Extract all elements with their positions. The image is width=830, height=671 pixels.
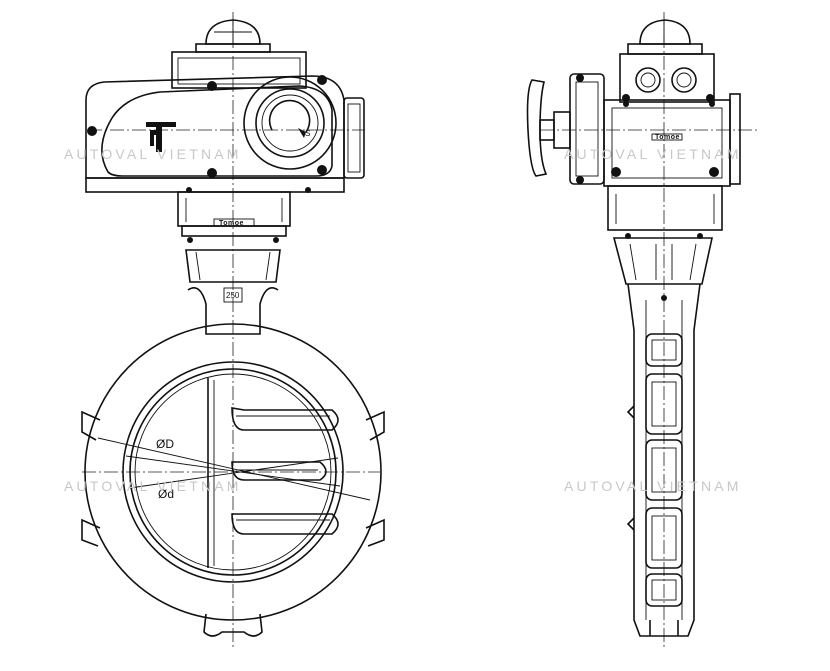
side-body-profile (626, 283, 701, 637)
watermarks: AUTOVAL VIETNAM AUTOVAL VIETNAM AUTOVAL … (64, 146, 742, 494)
actuator-housing (85, 75, 365, 193)
position-indicator-dome (195, 19, 271, 53)
rotation-arrow-icon (268, 99, 311, 133)
inner-diameter-label: Ød (158, 487, 174, 501)
watermark: AUTOVAL VIETNAM (564, 146, 742, 162)
side-upper-block (619, 53, 715, 103)
bolt (207, 81, 217, 91)
side-brand-plate (651, 133, 683, 141)
side-position-indicator (627, 19, 703, 55)
actuator-side-cover (343, 97, 365, 179)
pad-dimension: 250 (226, 291, 240, 300)
cable-port (671, 67, 697, 93)
watermark: AUTOVAL VIETNAM (64, 146, 242, 162)
handwheel-icon (526, 79, 548, 177)
side-bracket (607, 185, 723, 239)
watermark: AUTOVAL VIETNAM (564, 478, 742, 494)
valve-body (81, 323, 385, 637)
side-actuator-housing: Tomoe (603, 93, 741, 187)
handwheel-assembly (526, 73, 605, 185)
brand-plate-text: Tomoe (219, 220, 244, 227)
actuator-upper-cover (171, 51, 307, 89)
side-view: Tomoe (526, 12, 760, 648)
valve-disc (207, 378, 339, 568)
bolt (317, 75, 327, 85)
side-neck (612, 237, 713, 285)
mounting-yoke: Tomoe (177, 191, 291, 243)
front-view: S Tomoe 250 (81, 12, 385, 648)
bolt (317, 165, 327, 175)
cable-port (635, 67, 661, 93)
rotation-dial: S (243, 76, 337, 170)
diameter-dimensions: ØD Ød (97, 437, 371, 501)
bolt (87, 126, 97, 136)
direction-mark: S (305, 129, 310, 138)
valve-neck: 250 (185, 249, 281, 335)
body-bore (122, 361, 344, 583)
seat-ring (129, 368, 337, 576)
watermark: AUTOVAL VIETNAM (64, 478, 242, 494)
outer-diameter-label: ØD (156, 437, 174, 451)
bolt (207, 168, 217, 178)
side-brand-plate-text: Tomoe (655, 134, 680, 141)
tt-brand-mark-icon (146, 122, 176, 152)
